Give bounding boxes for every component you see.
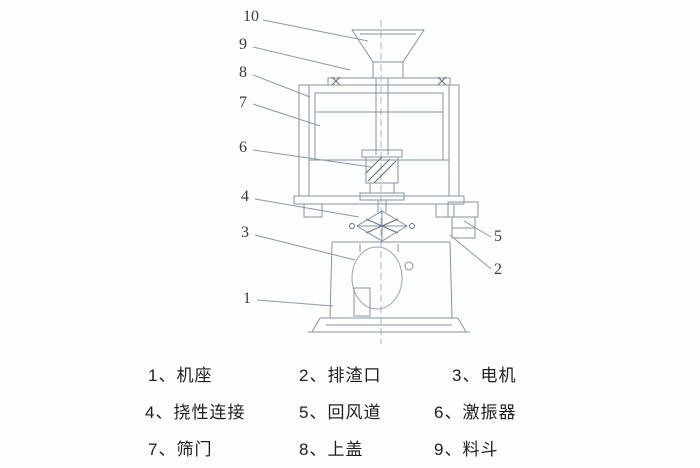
callout-7: 7 — [239, 94, 247, 111]
vibrator-assembly — [359, 78, 405, 212]
legend-item-3: 3、电机 — [452, 366, 517, 385]
flexible-connection — [349, 210, 415, 242]
callout-10: 10 — [243, 8, 259, 25]
legend-item-1: 1、机座 — [148, 366, 213, 385]
air-duct — [447, 201, 479, 239]
legend-item-5: 5、回风道 — [299, 403, 382, 422]
top-cover — [327, 76, 451, 86]
legend-item-9: 9、料斗 — [434, 440, 499, 459]
motor-housing — [329, 241, 453, 319]
legend-item-7: 7、筛门 — [148, 440, 213, 459]
sieve-body — [298, 84, 460, 197]
callout-1: 1 — [243, 290, 251, 307]
machine-base — [308, 317, 470, 333]
legend-item-6: 6、激振器 — [434, 403, 517, 422]
leader-lines — [252, 19, 492, 307]
callout-8: 8 — [239, 64, 247, 81]
legend-item-2: 2、排渣口 — [299, 366, 382, 385]
callout-5: 5 — [494, 228, 502, 245]
hopper-funnel — [351, 29, 425, 78]
legend-item-4: 4、挠性连接 — [145, 403, 246, 422]
callout-9: 9 — [239, 36, 247, 53]
callout-2: 2 — [494, 261, 502, 278]
callout-6: 6 — [239, 139, 247, 156]
callout-4: 4 — [241, 188, 249, 205]
body-bottom-flange — [293, 195, 465, 218]
callout-3: 3 — [241, 224, 249, 241]
legend-item-8: 8、上盖 — [299, 440, 364, 459]
